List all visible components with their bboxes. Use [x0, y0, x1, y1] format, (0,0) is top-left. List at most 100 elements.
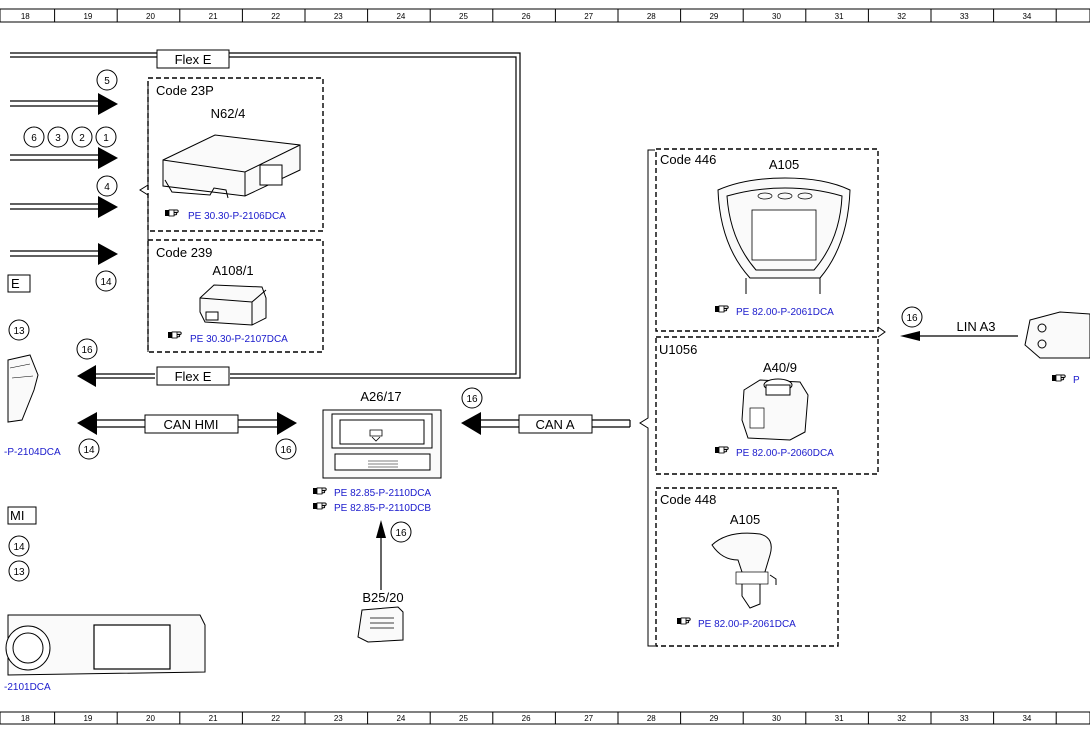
ruler-bottom-tick-label: 26 [522, 714, 531, 723]
svg-text:16: 16 [906, 313, 918, 324]
ruler-bottom-tick-label: 31 [835, 714, 844, 723]
a105-shifter-icon [711, 532, 777, 609]
lin-a3-bus: LIN A3 P [900, 311, 1090, 386]
code-label: Code 446 [660, 152, 716, 167]
device-label: A108/1 [212, 263, 253, 278]
device-label: A105 [730, 512, 760, 527]
ruler-bottom-tick-label: 19 [83, 714, 92, 723]
svg-text:13: 13 [13, 326, 25, 337]
ruler-bottom-tick-label: 29 [709, 714, 718, 723]
svg-text:13: 13 [13, 567, 25, 578]
ruler-top-tick-label: 24 [396, 12, 405, 21]
flex-e-arrow-icon [77, 365, 96, 387]
ruler-bottom-tick-label: 33 [960, 714, 969, 723]
svg-text:4: 4 [104, 182, 110, 193]
ruler-top-tick-label: 34 [1022, 12, 1031, 21]
code-label: Code 448 [660, 492, 716, 507]
ruler-top-tick-label: 18 [21, 12, 30, 21]
ruler-bottom-tick-label: 20 [146, 714, 155, 723]
ruler-top-tick-label: 23 [334, 12, 343, 21]
left-partial-device-top [7, 354, 39, 423]
ref-link-2061a[interactable]: PE 82.00-P-2061DCA [736, 307, 834, 318]
ruler-bottom-tick-label: 18 [21, 714, 30, 723]
ruler-top-tick-label: 25 [459, 12, 468, 21]
flex-e-loop: Flex E Flex E [10, 49, 521, 387]
svg-text:5: 5 [104, 76, 110, 87]
ref-link-2060[interactable]: PE 82.00-P-2060DCA [736, 448, 834, 459]
ref-link-right[interactable]: P [1073, 375, 1080, 386]
right-partial-device [1024, 311, 1090, 359]
can-hmi-label: CAN HMI [164, 417, 219, 432]
svg-text:E: E [11, 276, 20, 291]
code-label: Code 239 [156, 245, 212, 260]
group-code-23p: Code 23P N62/4 PE 30.30-P-2106DCA [147, 77, 324, 232]
left-partial-instrument-cluster [5, 614, 206, 676]
device-label: A26/17 [360, 389, 401, 404]
ruler-top-tick-label: 27 [584, 12, 593, 21]
can-a-bus: CAN A [461, 412, 631, 435]
ruler-top-tick-label: 30 [772, 12, 781, 21]
ruler-top-tick-label: 29 [709, 12, 718, 21]
ruler-bottom-tick-label: 32 [897, 714, 906, 723]
code-label: Code 23P [156, 83, 214, 98]
left-partial-labels: E MI -P-2104DCA -2101DCA [4, 274, 61, 693]
ruler-top-tick-label: 32 [897, 12, 906, 21]
lin-a3-label: LIN A3 [956, 319, 995, 334]
ruler-top-tick-label: 20 [146, 12, 155, 21]
connector-circles: 5 6 3 2 1 4 14 13 16 14 16 16 16 16 14 1… [8, 69, 923, 582]
group-code-448: Code 448 A105 PE 82.00-P-2061DCA [655, 487, 839, 647]
group-u1056: U1056 A40/9 PE 82.00-P-2060DCA [655, 336, 879, 475]
a26-17-device: A26/17 PE 82.85-P-2110DCA PE 82.85-P-211… [312, 389, 442, 514]
a105-overhead-panel-icon [717, 177, 851, 294]
ruler-top-tick-label: 21 [209, 12, 218, 21]
svg-text:3: 3 [55, 133, 61, 144]
svg-text:14: 14 [13, 542, 25, 553]
svg-text:16: 16 [466, 394, 478, 405]
ruler-bottom-tick-label: 28 [647, 714, 656, 723]
ruler-bottom-tick-label: 30 [772, 714, 781, 723]
device-label: A105 [769, 157, 799, 172]
ref-link-2061b[interactable]: PE 82.00-P-2061DCA [698, 619, 796, 630]
ruler-top-tick-label: 28 [647, 12, 656, 21]
svg-text:2: 2 [79, 133, 85, 144]
svg-text:6: 6 [31, 133, 37, 144]
ruler-bottom-tick-label: 27 [584, 714, 593, 723]
ref-link-2110dca[interactable]: PE 82.85-P-2110DCA [334, 488, 431, 499]
svg-text:14: 14 [83, 445, 95, 456]
flex-e-bottom-label: Flex E [175, 369, 212, 384]
flex-e-top-label: Flex E [175, 52, 212, 67]
device-label: B25/20 [362, 590, 403, 605]
group-code-239: Code 239 A108/1 PE 30.30-P-2107DCA [147, 239, 324, 353]
ruler-bottom-tick-label: 24 [396, 714, 405, 723]
svg-text:14: 14 [100, 277, 112, 288]
ruler-top-tick-label: 22 [271, 12, 280, 21]
ref-link-2107[interactable]: PE 30.30-P-2107DCA [190, 334, 288, 345]
ref-link-2104[interactable]: -P-2104DCA [4, 447, 61, 458]
svg-text:1: 1 [103, 133, 109, 144]
ruler-top-tick-label: 31 [835, 12, 844, 21]
device-label: N62/4 [211, 106, 246, 121]
ref-link-2101[interactable]: -2101DCA [4, 682, 51, 693]
svg-text:MI: MI [10, 508, 24, 523]
device-label: A40/9 [763, 360, 797, 375]
ref-link-2110dcb[interactable]: PE 82.85-P-2110DCB [334, 503, 431, 514]
ruler-top-tick-label: 33 [960, 12, 969, 21]
ruler-bottom-tick-label: 34 [1022, 714, 1031, 723]
ruler-bottom-tick-label: 23 [334, 714, 343, 723]
a40-9-controller-icon [741, 378, 809, 441]
code-label: U1056 [659, 342, 697, 357]
svg-text:16: 16 [81, 345, 93, 356]
left-arrows [10, 93, 118, 265]
group-code-446: Code 446 A105 PE 82.00-P-2061DCA [655, 148, 879, 332]
svg-text:16: 16 [395, 528, 407, 539]
n62-4-module-icon [162, 134, 301, 199]
b25-20-device: B25/20 [357, 520, 404, 643]
a108-1-module-icon [199, 284, 267, 326]
ref-link-2106[interactable]: PE 30.30-P-2106DCA [188, 211, 286, 222]
svg-text:16: 16 [280, 445, 292, 456]
ruler-top-tick-label: 19 [83, 12, 92, 21]
ruler-bottom-tick-label: 21 [209, 714, 218, 723]
